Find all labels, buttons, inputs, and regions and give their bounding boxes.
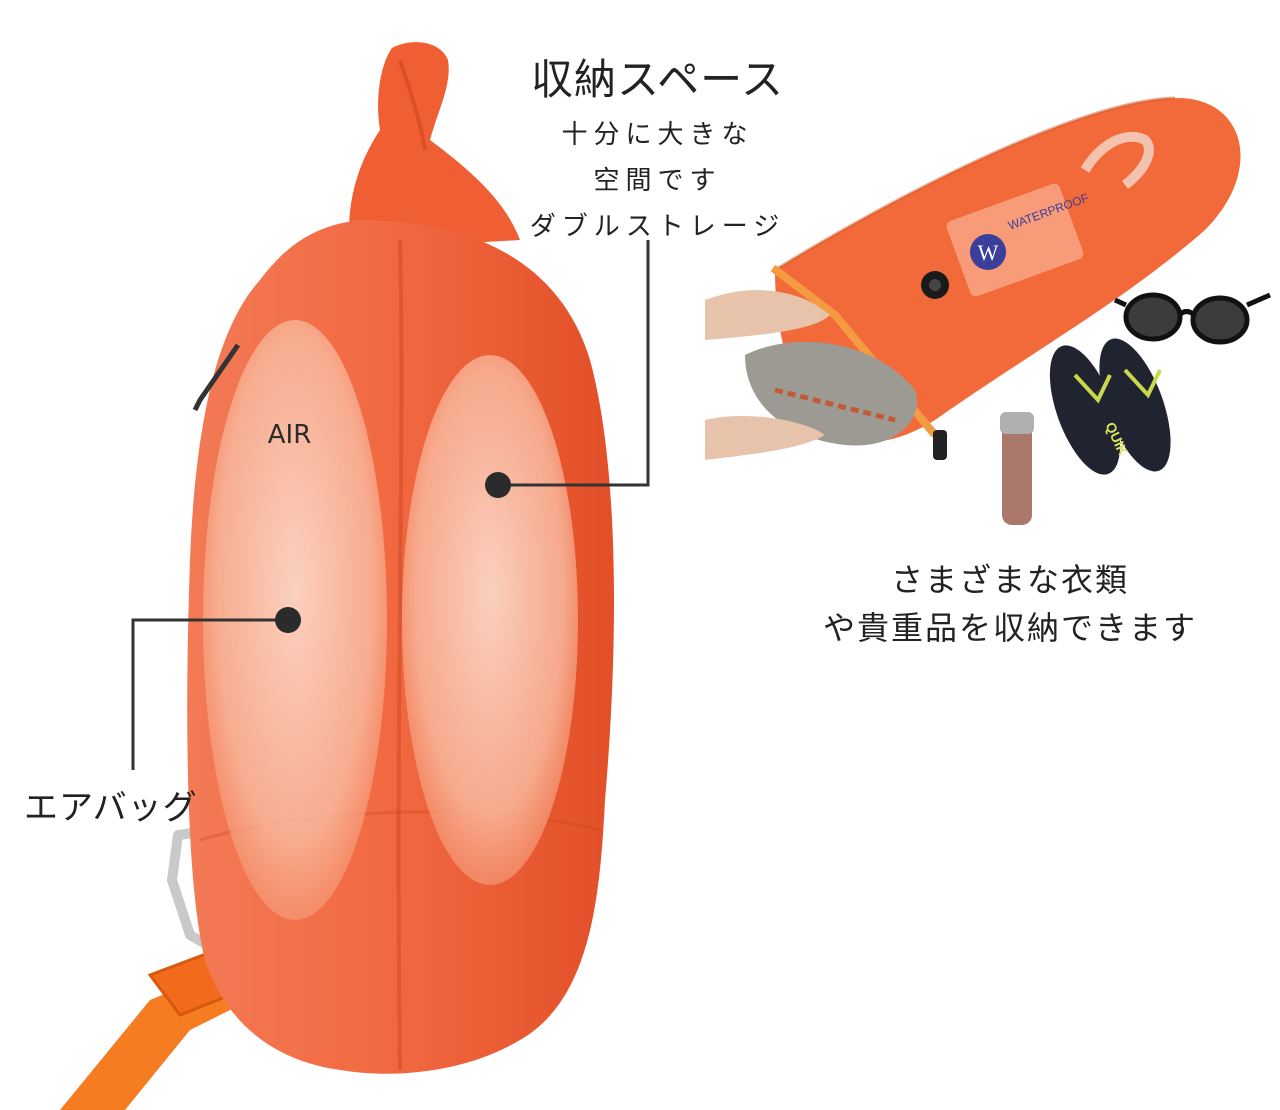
product-photo: W WATERPROOF QUIK <box>705 90 1280 530</box>
storage-title: 収納スペース <box>531 55 784 104</box>
stuffed-clothes <box>745 341 917 446</box>
storage-callout-dot <box>485 472 511 498</box>
storage-description: 十分に大きな 空間です ダブルストレージ <box>520 112 795 250</box>
storage-line-1: 十分に大きな <box>561 120 754 150</box>
storage-line-2: 空間です <box>593 166 722 196</box>
sunglasses-icon <box>1113 292 1271 345</box>
buoy-illustration <box>60 42 650 1110</box>
brand-badge-letter: W <box>978 240 999 265</box>
hand-lower <box>705 415 825 460</box>
photo-caption: さまざまな衣類 や貴重品を収納できます <box>790 556 1230 652</box>
hand-upper <box>705 290 830 340</box>
air-label: AIR <box>267 420 312 450</box>
product-photo-art: W WATERPROOF QUIK <box>705 96 1271 525</box>
bag-handle <box>1080 131 1154 189</box>
storage-line-3: ダブルストレージ <box>529 212 786 242</box>
bag-clip <box>933 430 947 460</box>
storage-chamber-right <box>402 355 578 885</box>
caption-line-1: さまざまな衣類 <box>890 561 1129 599</box>
airbag-label: エアバッグ <box>24 788 198 828</box>
zipper-tab <box>192 343 241 412</box>
airbag-callout-line <box>131 618 288 770</box>
storage-callout-line <box>498 240 650 487</box>
sandals-icon: QUIK <box>1049 338 1171 475</box>
caption-line-2: や貴重品を収納できます <box>822 609 1197 647</box>
brand-badge <box>970 234 1006 270</box>
buoy-top-roll <box>349 42 520 250</box>
airbag-callout-dot <box>275 607 301 633</box>
water-bottle-icon <box>1000 412 1034 525</box>
